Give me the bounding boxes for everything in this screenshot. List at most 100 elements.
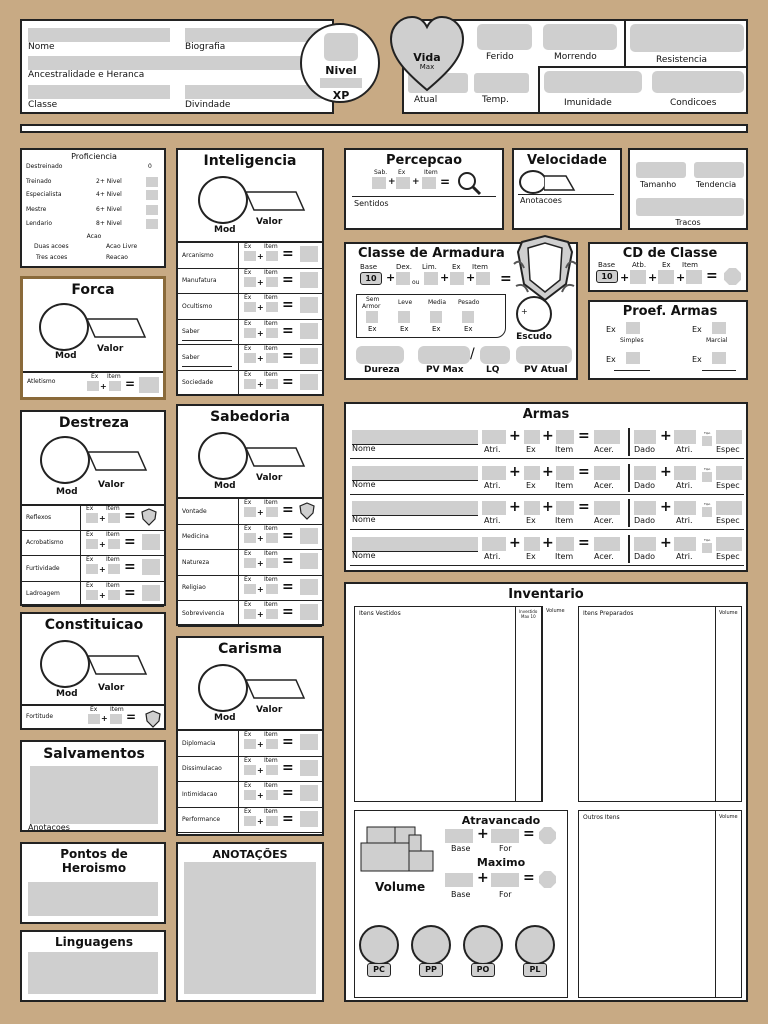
total-field[interactable] [300, 527, 318, 544]
item-field[interactable] [108, 513, 120, 523]
item-field[interactable] [266, 327, 278, 338]
weapon-type-field[interactable] [702, 436, 712, 446]
heavy-field[interactable] [462, 311, 474, 323]
total-field[interactable] [300, 322, 318, 339]
ac-ex-field[interactable] [450, 272, 464, 285]
weapon-attack-field[interactable] [594, 430, 620, 444]
class-dc-total[interactable] [724, 268, 741, 285]
weapon-spec-field[interactable] [716, 465, 742, 480]
medium-field[interactable] [430, 311, 442, 323]
weapon-attr-field[interactable] [482, 501, 506, 515]
item-field[interactable] [266, 251, 278, 261]
item-field[interactable] [109, 381, 121, 391]
weapon-die-field[interactable] [634, 465, 656, 480]
weapon-ex-field[interactable] [524, 430, 540, 444]
class-dc-ex-field[interactable] [658, 270, 674, 284]
light-field[interactable] [398, 311, 410, 323]
level-field[interactable] [324, 33, 358, 61]
max-hp-field[interactable] [418, 346, 470, 364]
total-field[interactable] [300, 297, 318, 313]
weapon-spec-field[interactable] [716, 536, 742, 551]
ex-field[interactable] [86, 589, 98, 600]
xp-field[interactable] [320, 78, 362, 88]
ex-field[interactable] [244, 353, 256, 363]
item-field[interactable] [266, 609, 278, 619]
weapon-attack-field[interactable] [594, 501, 620, 515]
weapon-item-field[interactable] [556, 501, 574, 515]
total-field[interactable] [300, 553, 318, 569]
weapon-type-field[interactable] [702, 507, 712, 517]
weapon-type-field[interactable] [702, 471, 712, 482]
ex-field[interactable] [244, 507, 256, 517]
ex-field[interactable] [244, 276, 256, 287]
weapon-dmg-attr-field[interactable] [674, 465, 696, 480]
shield-bonus-circle[interactable] [516, 296, 552, 332]
item-field[interactable] [266, 276, 278, 287]
wisdom-mod-circle[interactable] [198, 432, 248, 480]
item-field[interactable] [266, 764, 278, 775]
intelligence-mod-circle[interactable] [198, 176, 248, 224]
platinum-coin[interactable] [515, 925, 555, 965]
unarmored-field[interactable] [366, 311, 378, 323]
other-ex-field[interactable] [626, 352, 640, 364]
perception-wis-field[interactable] [372, 177, 386, 189]
ex-field[interactable] [244, 583, 256, 594]
item-field[interactable] [108, 564, 120, 574]
deity-field[interactable] [185, 85, 327, 99]
weapon-spec-field[interactable] [716, 430, 742, 444]
ancestry-field[interactable] [28, 56, 328, 70]
weapon-attr-field[interactable] [482, 536, 506, 551]
item-field[interactable] [266, 507, 278, 517]
constitution-mod-circle[interactable] [40, 640, 90, 688]
ac-limit-field[interactable] [424, 272, 438, 285]
ex-field[interactable] [244, 251, 256, 261]
item-field[interactable] [110, 714, 122, 724]
speed-circle[interactable] [519, 170, 547, 194]
copper-coin[interactable] [359, 925, 399, 965]
weapon-die-field[interactable] [634, 430, 656, 444]
total-field[interactable] [300, 578, 318, 595]
item-field[interactable] [266, 815, 278, 826]
weapon-dmg-attr-field[interactable] [674, 501, 696, 515]
total-field[interactable] [142, 533, 160, 550]
weapon-item-field[interactable] [556, 536, 574, 551]
item-field[interactable] [266, 558, 278, 568]
charisma-value-shape[interactable] [244, 678, 306, 700]
weapon-item-field[interactable] [556, 430, 574, 444]
saves-notes-field[interactable] [30, 766, 158, 824]
item-field[interactable] [108, 589, 120, 600]
biography-field[interactable] [185, 28, 327, 42]
item-field[interactable] [266, 739, 278, 749]
charisma-mod-circle[interactable] [198, 664, 248, 712]
alignment-field[interactable] [694, 162, 744, 178]
ex-field[interactable] [244, 764, 256, 775]
hardness-field[interactable] [356, 346, 404, 364]
encumbered-str-field[interactable] [491, 829, 519, 843]
traits-field[interactable] [636, 198, 744, 216]
ac-item-field[interactable] [476, 272, 490, 285]
notes-field[interactable] [184, 862, 316, 994]
total-field[interactable] [300, 810, 318, 827]
current-shield-hp-field[interactable] [516, 346, 572, 364]
weapon-die-field[interactable] [634, 501, 656, 515]
weapon-item-field[interactable] [556, 465, 574, 480]
simple-ex-field[interactable] [626, 322, 640, 334]
ex-field[interactable] [87, 381, 99, 391]
resistance-field[interactable] [630, 24, 744, 52]
weapon-type-field[interactable] [702, 542, 712, 553]
ex-field[interactable] [244, 739, 256, 749]
weapon-attr-field[interactable] [482, 430, 506, 444]
encumbered-total[interactable] [539, 827, 556, 844]
weapon-attack-field[interactable] [594, 536, 620, 551]
intelligence-value-shape[interactable] [244, 190, 306, 212]
ex-field[interactable] [244, 790, 256, 800]
dexterity-value-shape[interactable] [86, 450, 148, 472]
broken-threshold-field[interactable] [480, 346, 510, 364]
ex-field[interactable] [244, 532, 256, 543]
weapon-ex-field[interactable] [524, 465, 540, 480]
temp-hp-field[interactable] [474, 73, 529, 93]
total-field[interactable] [300, 348, 318, 364]
dexterity-mod-circle[interactable] [40, 436, 90, 484]
weapon-name-field[interactable] [352, 501, 478, 515]
total-field[interactable] [142, 584, 160, 601]
